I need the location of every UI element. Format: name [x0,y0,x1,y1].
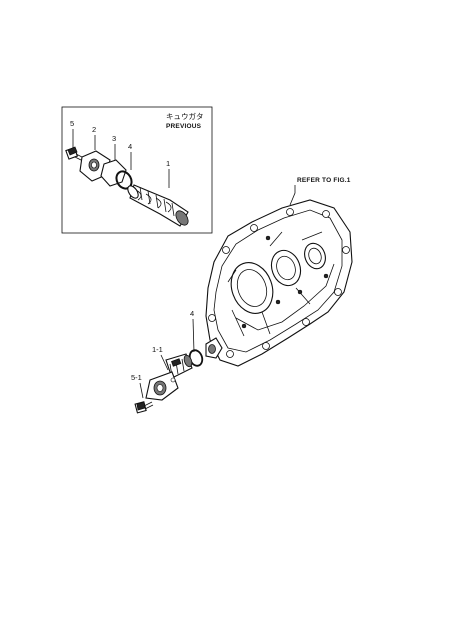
callout-4: 4 [128,142,132,151]
callout-3: 3 [112,134,116,143]
callout-4-new: 4 [190,309,194,318]
previous-type-inset: キュウガタ PREVIOUS 5 2 3 4 1 [61,106,213,234]
strainer-1 [127,184,189,227]
callout-5: 5 [70,119,74,128]
callout-1-1: 1-1 [152,345,163,354]
flywheel-housing [205,199,353,367]
bolt-5 [65,146,85,162]
callout-5-1: 5-1 [131,373,142,382]
callout-1: 1 [166,159,170,168]
bolt-5-1 [134,401,154,414]
gasket-3 [100,159,127,187]
refer-to-fig1-label: REFER TO FIG.1 [297,177,351,184]
cover-flange-5-1 [145,371,179,401]
callout-2: 2 [92,125,96,134]
refer-leader [289,185,296,206]
inset-header-japanese: キュウガタ [166,111,204,121]
inset-header-previous: PREVIOUS [166,123,202,130]
